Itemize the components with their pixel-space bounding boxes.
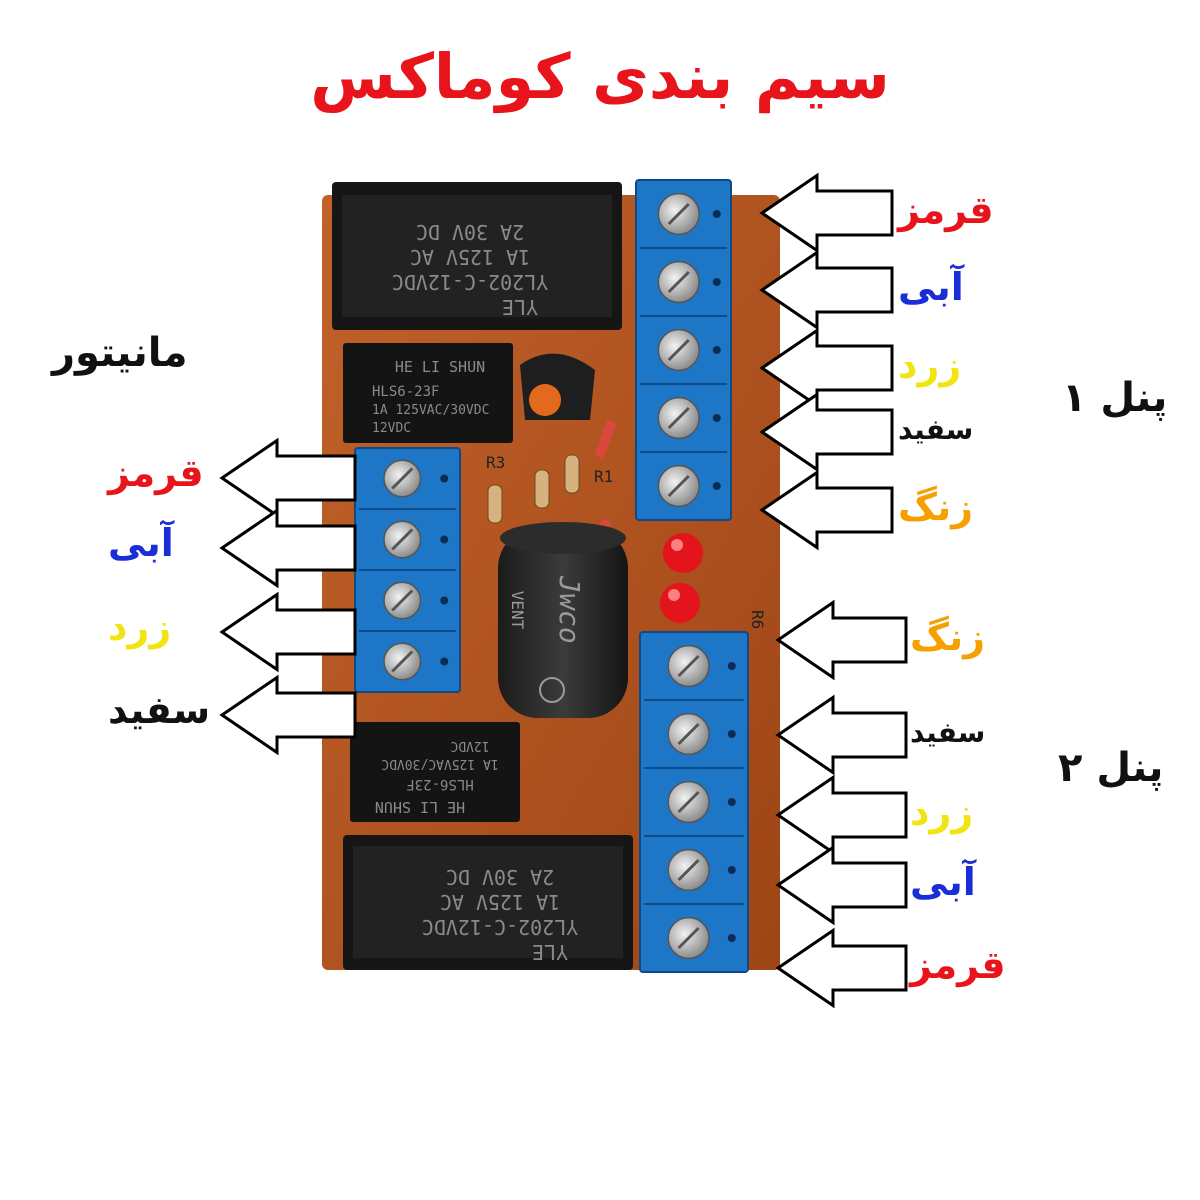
wire-label-panel2-4: آبی [910, 860, 976, 904]
wire-label-panel2-1: زنگ [910, 615, 986, 659]
relay-small-top-line-1: HE LI SHUN [395, 358, 485, 376]
relay-large-bottom-line-2: 1A 125V AC [440, 890, 560, 914]
terminal-screw[interactable] [667, 644, 710, 688]
capacitor-vent: VENT [508, 591, 527, 630]
terminal-block-panel2 [639, 631, 749, 973]
terminal-screw[interactable] [667, 848, 710, 892]
relay-small-bottom: 12VDC 1A 125VAC/30VDC HLS6-23F HE LI SHU… [350, 722, 520, 822]
wire-label-monitor-3: زرد [108, 605, 172, 649]
arrow-panel2-3 [775, 774, 908, 856]
terminal-block-panel1 [635, 179, 732, 521]
group-label-monitor: مانیتور [52, 330, 188, 376]
page-title: سیم بندی کوماکس [310, 40, 890, 113]
terminal-screw[interactable] [383, 642, 422, 681]
relay-large-bottom: 2A 30V DC 1A 125V AC YL202-C-12VDC YLE [343, 835, 633, 970]
arrow-panel2-5 [775, 927, 908, 1009]
terminal-screw[interactable] [657, 396, 700, 440]
wire-label-panel2-2: سفید [910, 716, 986, 749]
relay-large-bottom-line-4: YLE [532, 940, 568, 964]
arrow-monitor-4 [219, 674, 357, 756]
arrow-panel2-1 [775, 599, 908, 681]
relay-small-bottom-line-3: HLS6-23F [406, 776, 473, 792]
relay-small-top: HE LI SHUN HLS6-23F 1A 125VAC/30VDC 12VD… [343, 343, 513, 443]
relay-large-top-line-2: 1A 125V AC [410, 245, 530, 269]
terminal-screw[interactable] [383, 459, 422, 498]
silk-r1: R1 [594, 467, 613, 486]
wire-label-panel2-5: قرمز [910, 943, 1006, 987]
group-label-panel-2: پنل ۲ [1058, 745, 1164, 791]
relay-large-top-line-1: 2A 30V DC [416, 220, 524, 244]
terminal-screw[interactable] [383, 520, 422, 559]
arrow-panel2-2 [775, 694, 908, 776]
wire-label-panel1-5: زنگ [898, 485, 974, 529]
arrow-panel1-1 [759, 172, 894, 254]
relay-large-bottom-line-3: YL202-C-12VDC [422, 915, 579, 939]
relay-small-top-line-2: HLS6-23F [372, 384, 439, 400]
terminal-screw[interactable] [657, 464, 700, 508]
silk-r6: R6 [748, 610, 767, 629]
wire-label-monitor-2: آبی [108, 521, 174, 565]
arrow-panel1-3 [759, 327, 894, 409]
terminal-screw[interactable] [667, 916, 710, 960]
arrow-monitor-2 [219, 507, 357, 589]
arrow-panel1-2 [759, 249, 894, 331]
arrow-panel1-5 [759, 469, 894, 551]
arrow-panel2-4 [775, 844, 908, 926]
terminal-screw[interactable] [383, 581, 422, 620]
capacitor-brand: Jwco [553, 575, 586, 643]
relay-large-top: 2A 30V DC 1A 125V AC YL202-C-12VDC YLE [332, 182, 622, 330]
capacitor: Jwco VENT [498, 522, 628, 718]
terminal-screw[interactable] [667, 712, 710, 756]
wire-label-monitor-1: قرمز [108, 451, 204, 495]
wire-label-panel1-3: زرد [898, 343, 962, 387]
wire-label-monitor-4: سفید [108, 688, 211, 732]
relay-large-bottom-line-1: 2A 30V DC [446, 865, 554, 889]
wire-label-panel1-1: قرمز [898, 188, 994, 232]
relay-small-bottom-line-4: HE LI SHUN [375, 798, 465, 816]
leds [660, 533, 703, 623]
terminal-screw[interactable] [667, 780, 710, 824]
relay-large-top-line-4: YLE [502, 295, 538, 319]
wire-label-panel1-2: آبی [898, 265, 964, 309]
group-label-panel-1: پنل ۱ [1062, 375, 1168, 421]
terminal-screw[interactable] [657, 260, 700, 304]
relay-small-bottom-line-2: 1A 125VAC/30VDC [381, 756, 498, 771]
terminal-screw[interactable] [657, 192, 700, 236]
wire-label-panel1-4: سفید [898, 413, 974, 446]
arrow-panel1-4 [759, 391, 894, 473]
terminal-screw[interactable] [657, 328, 700, 372]
relay-small-bottom-line-1: 12VDC [450, 738, 489, 753]
relay-large-top-line-3: YL202-C-12VDC [392, 270, 549, 294]
terminal-block-monitor [354, 447, 461, 693]
silk-r3: R3 [486, 453, 505, 472]
arrow-monitor-3 [219, 591, 357, 673]
wire-label-panel2-3: زرد [910, 790, 974, 834]
relay-small-top-line-4: 12VDC [372, 421, 411, 436]
transistor [520, 353, 595, 420]
relay-small-top-line-3: 1A 125VAC/30VDC [372, 403, 489, 418]
